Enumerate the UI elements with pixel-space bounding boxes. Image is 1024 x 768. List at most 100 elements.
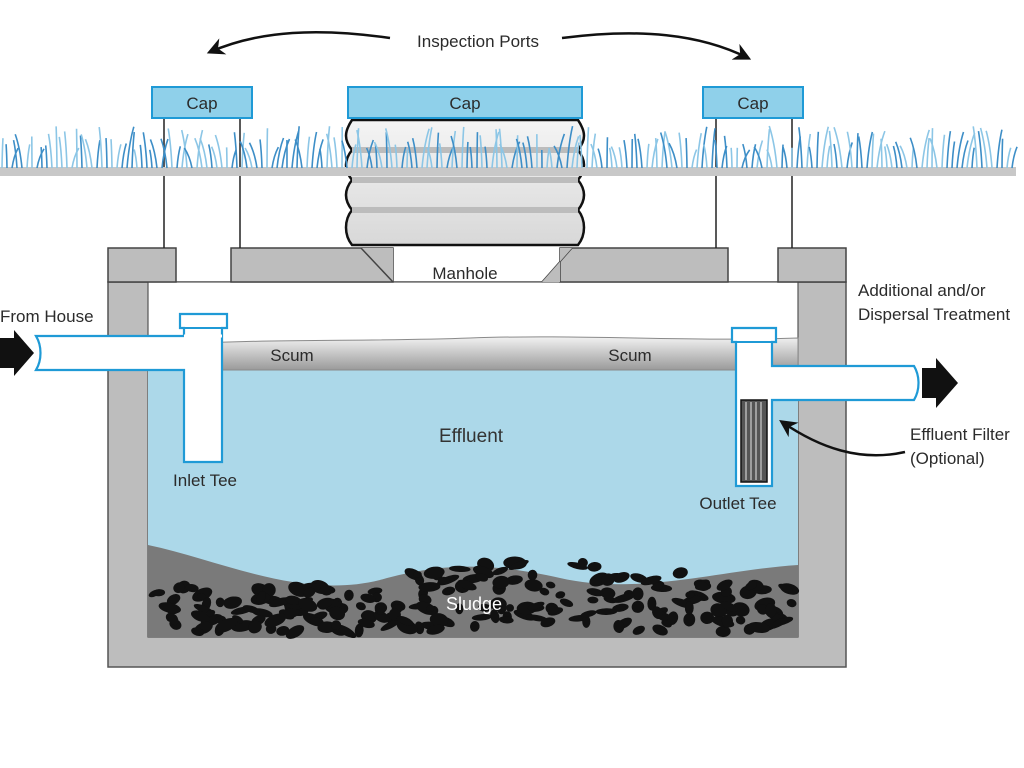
grass-blade: [756, 140, 764, 169]
grass-blade: [44, 145, 48, 169]
grass-blade: [833, 143, 838, 169]
grass-blade: [126, 126, 135, 169]
grass-blade: [711, 128, 716, 169]
inlet-tee-label: Inlet Tee: [173, 471, 237, 490]
grass-blade: [426, 147, 433, 169]
grass-blade: [781, 144, 784, 169]
sludge-stone: [413, 571, 422, 579]
sludge-stone: [582, 615, 591, 628]
grass-blade: [768, 125, 778, 169]
sludge-stone: [612, 593, 635, 603]
sludge-stone: [173, 582, 185, 594]
grass-blade: [821, 126, 830, 169]
grass-blade: [751, 144, 757, 169]
sludge-stone: [600, 573, 615, 586]
grass-blade: [406, 149, 409, 169]
sludge-stone: [357, 618, 375, 629]
grass-blade: [276, 137, 285, 169]
sludge-stone: [285, 625, 305, 639]
effluent-filter-arrow: [779, 420, 906, 457]
outlet-pipe: [730, 326, 920, 488]
sludge-stone: [269, 597, 291, 608]
grass-blade: [450, 135, 458, 169]
sludge-stone: [545, 581, 556, 589]
sludge-stone: [595, 608, 618, 616]
sludge-stone: [455, 603, 464, 615]
grass-blade: [110, 139, 113, 169]
inspection-risers: [163, 118, 793, 248]
grass-blade: [723, 135, 728, 169]
sludge-stone: [545, 602, 559, 615]
grass-blade: [548, 147, 553, 169]
sludge-stone: [612, 603, 629, 612]
sludge-stone: [652, 624, 668, 636]
sludge-stone: [374, 602, 388, 614]
grass-blade: [782, 146, 788, 169]
grass-blade: [499, 143, 508, 169]
sludge-stone: [360, 593, 376, 603]
grass-blade: [356, 129, 363, 169]
scum-label-left: Scum: [270, 346, 313, 365]
sludge-stone: [152, 589, 166, 597]
grass-blade: [730, 147, 733, 169]
cap-left-label: Cap: [186, 94, 217, 113]
sludge-stone: [329, 606, 346, 621]
sludge-stone: [527, 601, 545, 611]
grass-blade: [105, 138, 108, 169]
grass-blade: [421, 128, 430, 169]
grass-blade: [576, 142, 580, 169]
from-house-label: From House: [0, 307, 94, 326]
grass-blade: [946, 130, 952, 169]
sludge-stone: [166, 594, 181, 606]
sludge-stone: [215, 597, 225, 608]
grass-blade: [214, 134, 223, 169]
grass-blade: [406, 141, 413, 169]
effluent-filter-label-line2: (Optional): [910, 449, 985, 468]
grass-blade: [148, 149, 153, 169]
sludge-stone: [256, 591, 266, 605]
sludge-stone: [613, 620, 625, 633]
grass-blade: [597, 148, 603, 169]
grass-blade: [373, 141, 383, 169]
inlet-pipe: [34, 312, 229, 464]
grass-blade: [5, 144, 8, 169]
grass-blade: [176, 146, 182, 169]
sludge-stone: [196, 592, 206, 600]
cap-right: Cap: [702, 86, 804, 119]
sludge-stone: [527, 569, 538, 581]
sludge-stone: [423, 566, 445, 579]
grass-blade: [806, 133, 812, 169]
grass-blade: [1006, 147, 1012, 169]
grass-blade: [846, 142, 854, 169]
grass-blade: [167, 128, 173, 169]
sludge-stone: [786, 598, 797, 608]
grass-blade: [333, 137, 338, 169]
grass-blade: [479, 135, 483, 169]
sludge-stone: [732, 602, 750, 617]
sludge-stone: [354, 623, 364, 638]
grass-blade: [608, 147, 613, 169]
to-treatment-arrow: [922, 358, 958, 408]
grass-blade: [921, 129, 931, 169]
grass-blade: [766, 129, 771, 169]
sludge-zone: [148, 545, 800, 639]
grass-blade: [590, 143, 598, 169]
grass-blade: [248, 142, 258, 169]
grass-blade: [484, 146, 488, 169]
sludge-stone: [559, 598, 574, 608]
sludge-stone: [303, 587, 316, 598]
grass-blade: [326, 126, 331, 169]
additional-treatment-label-line1: Additional and/or: [858, 281, 986, 300]
sludge-stone: [478, 603, 492, 612]
sludge-stone: [524, 579, 543, 592]
grass-blade: [207, 144, 213, 169]
grass-blade: [899, 145, 908, 169]
sludge-stone: [168, 613, 179, 626]
grass-blade: [196, 129, 204, 169]
sludge-stone: [223, 596, 242, 609]
sludge-stone: [577, 557, 588, 568]
grass-blade: [894, 141, 903, 169]
grass-blade: [972, 126, 978, 169]
grass-blade: [271, 146, 280, 169]
